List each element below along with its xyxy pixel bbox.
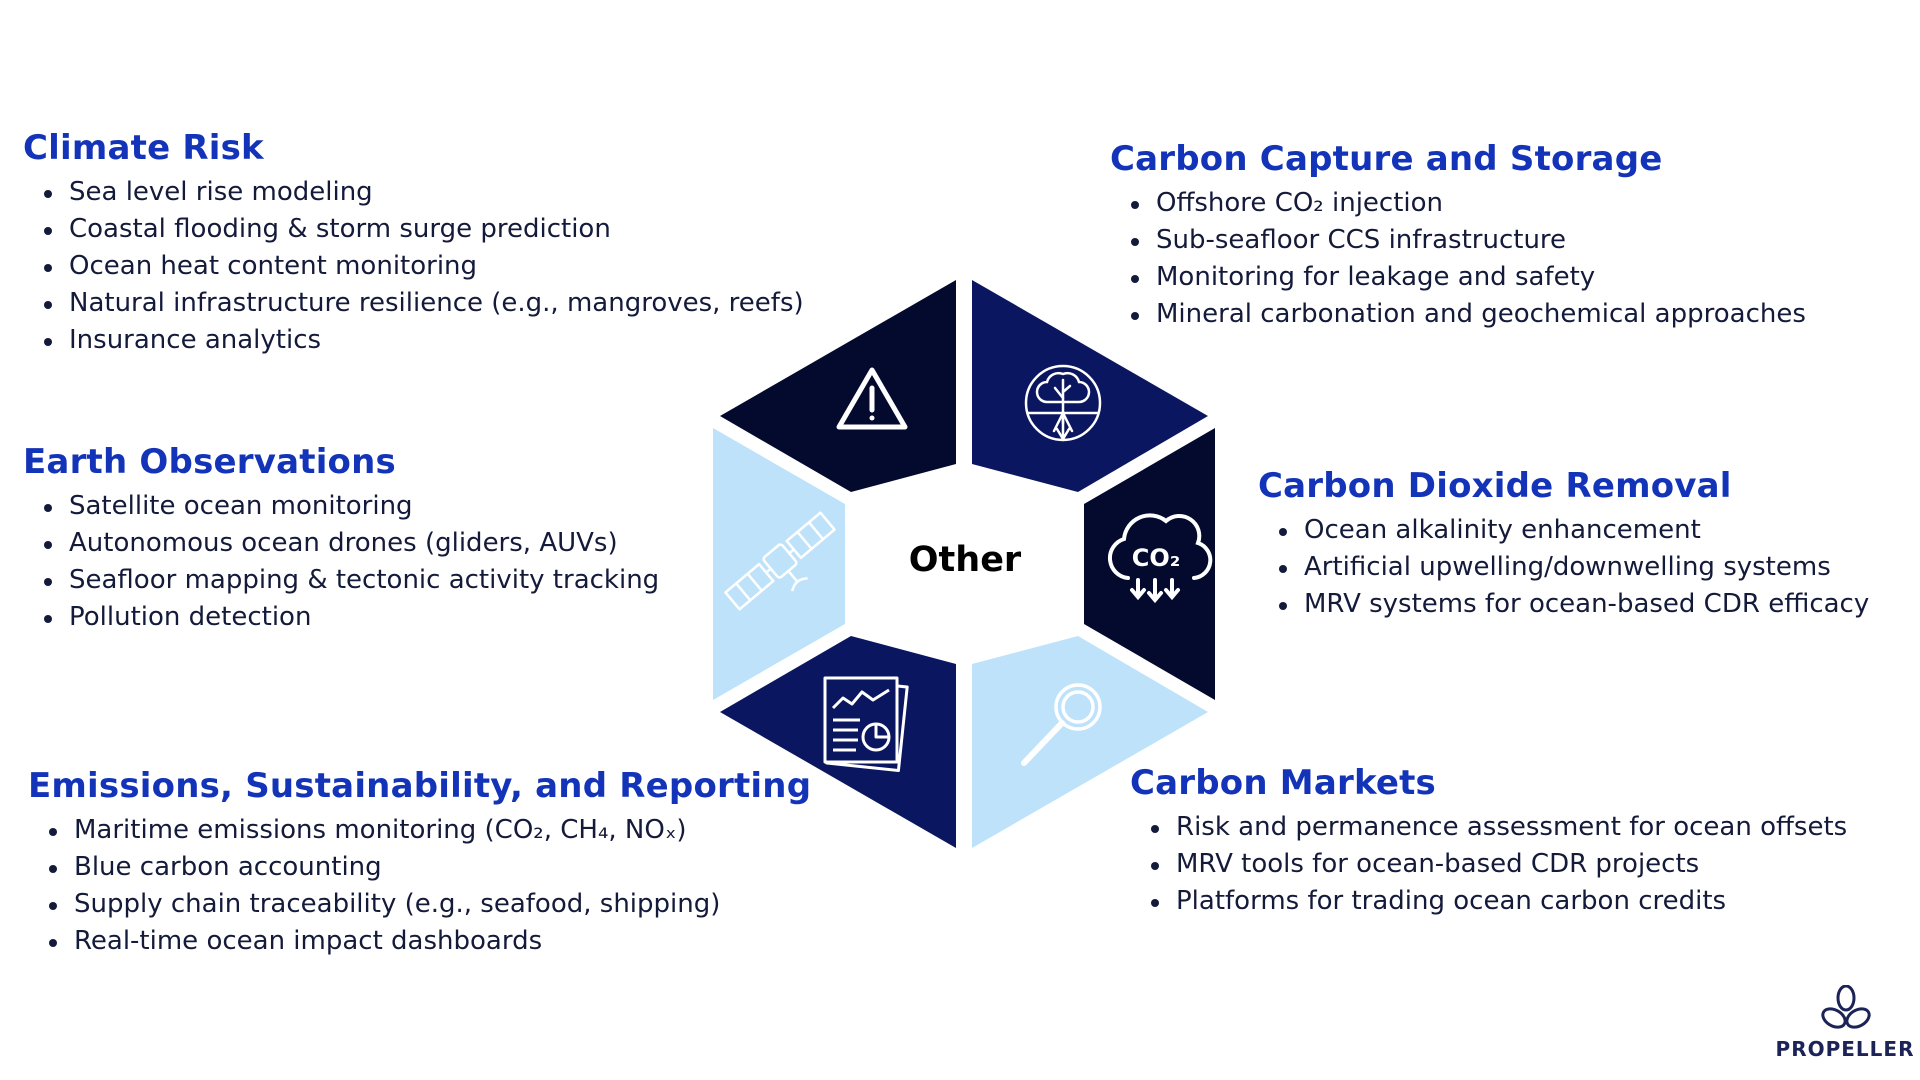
report-dashboard-icon	[823, 676, 909, 773]
list-item: MRV tools for ocean-based CDR projects	[1150, 846, 1847, 883]
hex-segment-cdr	[1084, 428, 1215, 700]
hex-segment-earth-observations	[713, 428, 845, 700]
list-item: Artificial upwelling/downwelling systems	[1278, 549, 1869, 586]
bullet-list: Sea level rise modeling Coastal flooding…	[23, 174, 804, 359]
section-title: Carbon Capture and Storage	[1110, 139, 1663, 179]
co2-cloud-icon: CO₂	[1107, 513, 1213, 604]
list-item: Monitoring for leakage and safety	[1131, 259, 1806, 296]
list-item: Pollution detection	[43, 599, 659, 636]
center-label: Other	[908, 540, 1022, 580]
hex-segment-climate-risk	[720, 280, 956, 492]
list-item: Seafloor mapping & tectonic activity tra…	[43, 562, 659, 599]
list-item: MRV systems for ocean-based CDR efficacy	[1278, 586, 1869, 623]
section-ccs: Carbon Capture and Storage Offshore CO₂ …	[1110, 139, 1806, 333]
list-item: Autonomous ocean drones (gliders, AUVs)	[43, 525, 659, 562]
list-item: Insurance analytics	[44, 322, 804, 359]
magnifier-icon	[1021, 683, 1102, 766]
section-earth-observations: Earth Observations Satellite ocean monit…	[23, 442, 659, 636]
bullet-list: Risk and permanence assessment for ocean…	[1130, 809, 1847, 920]
hex-segment-carbon-markets	[972, 636, 1208, 848]
satellite-icon	[724, 511, 836, 611]
list-item: Satellite ocean monitoring	[43, 488, 659, 525]
list-item: Sub-seafloor CCS infrastructure	[1131, 222, 1806, 259]
section-cdr: Carbon Dioxide Removal Ocean alkalinity …	[1258, 466, 1869, 623]
section-title: Carbon Markets	[1130, 763, 1436, 803]
section-climate-risk: Climate Risk Sea level rise modeling Coa…	[23, 128, 804, 359]
bullet-list: Satellite ocean monitoring Autonomous oc…	[23, 488, 659, 636]
section-title: Emissions, Sustainability, and Reporting	[28, 766, 812, 806]
bullet-list: Ocean alkalinity enhancement Artificial …	[1258, 512, 1869, 623]
list-item: Platforms for trading ocean carbon credi…	[1150, 883, 1847, 920]
section-emissions: Emissions, Sustainability, and Reporting…	[28, 766, 811, 960]
bullet-list: Maritime emissions monitoring (CO₂, CH₄,…	[28, 812, 811, 960]
list-item: Supply chain traceability (e.g., seafood…	[48, 886, 811, 923]
list-item: Maritime emissions monitoring (CO₂, CH₄,…	[48, 812, 811, 849]
propeller-logo-icon	[1821, 985, 1871, 1029]
list-item: Coastal flooding & storm surge predictio…	[44, 211, 804, 248]
list-item: Blue carbon accounting	[48, 849, 811, 886]
tree-roots-icon	[1024, 364, 1102, 442]
hex-segment-ccs	[972, 280, 1208, 492]
list-item: Offshore CO₂ injection	[1131, 185, 1806, 222]
section-carbon-markets: Carbon Markets Risk and permanence asses…	[1130, 763, 1847, 920]
list-item: Real-time ocean impact dashboards	[48, 923, 811, 960]
warning-icon	[836, 367, 908, 430]
section-title: Climate Risk	[23, 128, 264, 168]
section-title: Earth Observations	[23, 442, 396, 482]
propeller-logo: PROPELLER	[1770, 985, 1920, 1080]
list-item: Natural infrastructure resilience (e.g.,…	[44, 285, 804, 322]
co2-icon-label: CO₂	[1132, 544, 1181, 572]
list-item: Ocean alkalinity enhancement	[1278, 512, 1869, 549]
brand-name: PROPELLER	[1775, 1037, 1915, 1061]
list-item: Mineral carbonation and geochemical appr…	[1131, 296, 1806, 333]
list-item: Risk and permanence assessment for ocean…	[1150, 809, 1847, 846]
bullet-list: Offshore CO₂ injection Sub-seafloor CCS …	[1110, 185, 1806, 333]
list-item: Sea level rise modeling	[44, 174, 804, 211]
list-item: Ocean heat content monitoring	[44, 248, 804, 285]
section-title: Carbon Dioxide Removal	[1258, 466, 1732, 506]
